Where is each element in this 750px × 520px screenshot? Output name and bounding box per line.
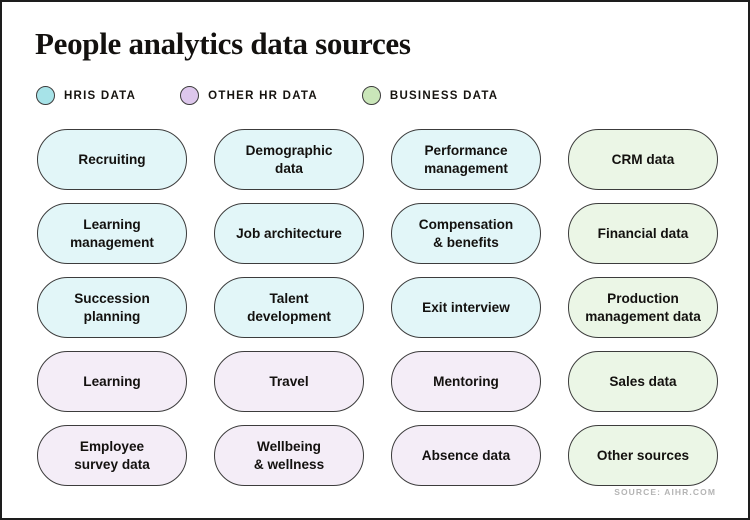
legend: HRIS DATA OTHER HR DATA BUSINESS DATA [36,86,498,105]
data-source-card[interactable]: Absence data [391,425,541,486]
data-source-card[interactable]: Job architecture [214,203,364,264]
legend-item-label: OTHER HR DATA [208,89,318,102]
legend-dot-icon [36,86,55,105]
legend-item-label: HRIS DATA [64,89,137,102]
data-source-card[interactable]: Demographic data [214,129,364,190]
data-source-card[interactable]: Learning [37,351,187,412]
data-source-card[interactable]: Employee survey data [37,425,187,486]
data-source-card[interactable]: Wellbeing & wellness [214,425,364,486]
data-source-card[interactable]: Travel [214,351,364,412]
page-title: People analytics data sources [35,26,411,61]
legend-dot-icon [361,86,381,105]
data-source-card[interactable]: Production management data [568,277,718,338]
legend-dot-icon [180,86,200,105]
data-source-card[interactable]: Mentoring [391,351,541,412]
source-attribution: SOURCE: AIHR.COM [614,487,716,497]
data-source-card[interactable]: Succession planning [37,277,187,338]
data-source-card[interactable]: CRM data [568,129,718,190]
data-source-card[interactable]: Other sources [568,425,718,486]
data-source-card[interactable]: Recruiting [37,129,187,190]
legend-item-label: BUSINESS DATA [389,89,499,102]
data-source-card[interactable]: Exit interview [391,277,541,338]
data-source-card[interactable]: Learning management [37,203,187,264]
legend-item-other_hr: OTHER HR DATA [180,86,318,105]
data-source-card[interactable]: Financial data [568,203,718,264]
data-source-card[interactable]: Performance management [391,129,541,190]
legend-item-hris: HRIS DATA [36,86,136,105]
data-source-card[interactable]: Talent development [214,277,364,338]
data-source-card[interactable]: Compensation & benefits [391,203,541,264]
legend-item-business: BUSINESS DATA [361,86,499,105]
data-source-card[interactable]: Sales data [568,351,718,412]
data-source-grid: Recruiting Demographic data Performance ma… [37,129,718,486]
